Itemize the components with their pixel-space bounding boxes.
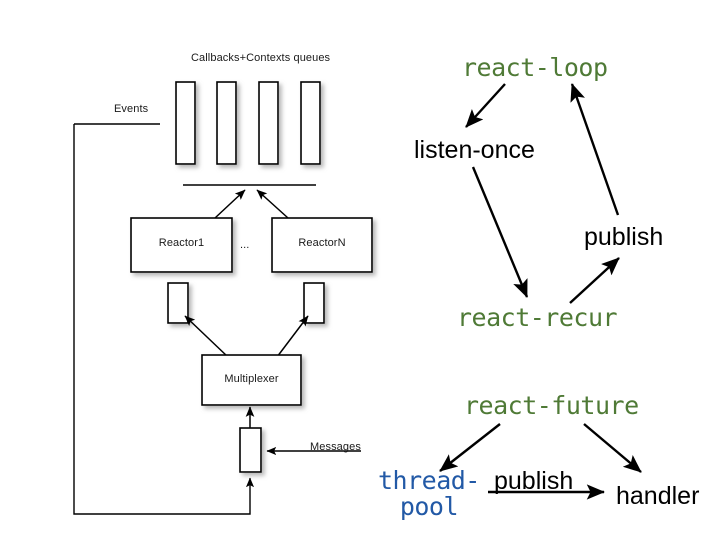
node-publish-bottom: publish (494, 467, 574, 495)
queue-box (258, 81, 279, 165)
multiplexer-box (201, 354, 302, 406)
message-queue-box (239, 427, 262, 473)
queue-boxes-group (175, 81, 321, 165)
reactorN-inbox-box (303, 282, 325, 324)
feedback-loop-line (73, 124, 255, 515)
react-loop-to-listen-once-arrow (465, 83, 506, 128)
reactor-last-box (271, 217, 373, 273)
node-thread-pool: thread- pool (378, 466, 480, 522)
events-label: Events (114, 103, 149, 115)
node-react-future: react-future (464, 391, 639, 420)
node-react-recur: react-recur (457, 303, 618, 332)
queue-box (175, 81, 196, 165)
messages-label: Messages (310, 441, 361, 453)
queue-box (300, 81, 321, 165)
reactor1-to-queue-arrow (214, 189, 246, 219)
react-future-to-thread-pool-arrow (439, 423, 501, 472)
node-publish-right: publish (584, 223, 664, 251)
queues-caption: Callbacks+Contexts queues (191, 52, 331, 64)
node-react-loop: react-loop (462, 53, 608, 82)
node-handler: handler (616, 482, 700, 510)
reactor-ellipsis-label: ... (240, 239, 250, 251)
multiplexer-label: Multiplexer (224, 373, 279, 385)
reactor-first-label: Reactor1 (158, 237, 205, 249)
reactor-last-label: ReactorN (298, 237, 346, 249)
reactor-small-boxes-group (167, 282, 325, 324)
mux-to-reactorN-arrow (276, 315, 309, 358)
publish-to-react-loop-arrow (570, 83, 620, 216)
reactor-first-box (130, 217, 233, 273)
react-recur-to-publish-arrow (569, 257, 620, 304)
queue-box (216, 81, 237, 165)
reactor-boxes-group (130, 217, 373, 273)
react-future-to-handler-arrow (583, 423, 642, 473)
reactor1-inbox-box (167, 282, 189, 324)
listen-once-to-react-recur-arrow (471, 166, 529, 298)
mux-to-reactor1-arrow (184, 315, 229, 358)
reactorN-to-queue-arrow (256, 189, 289, 219)
node-listen-once: listen-once (414, 136, 535, 164)
